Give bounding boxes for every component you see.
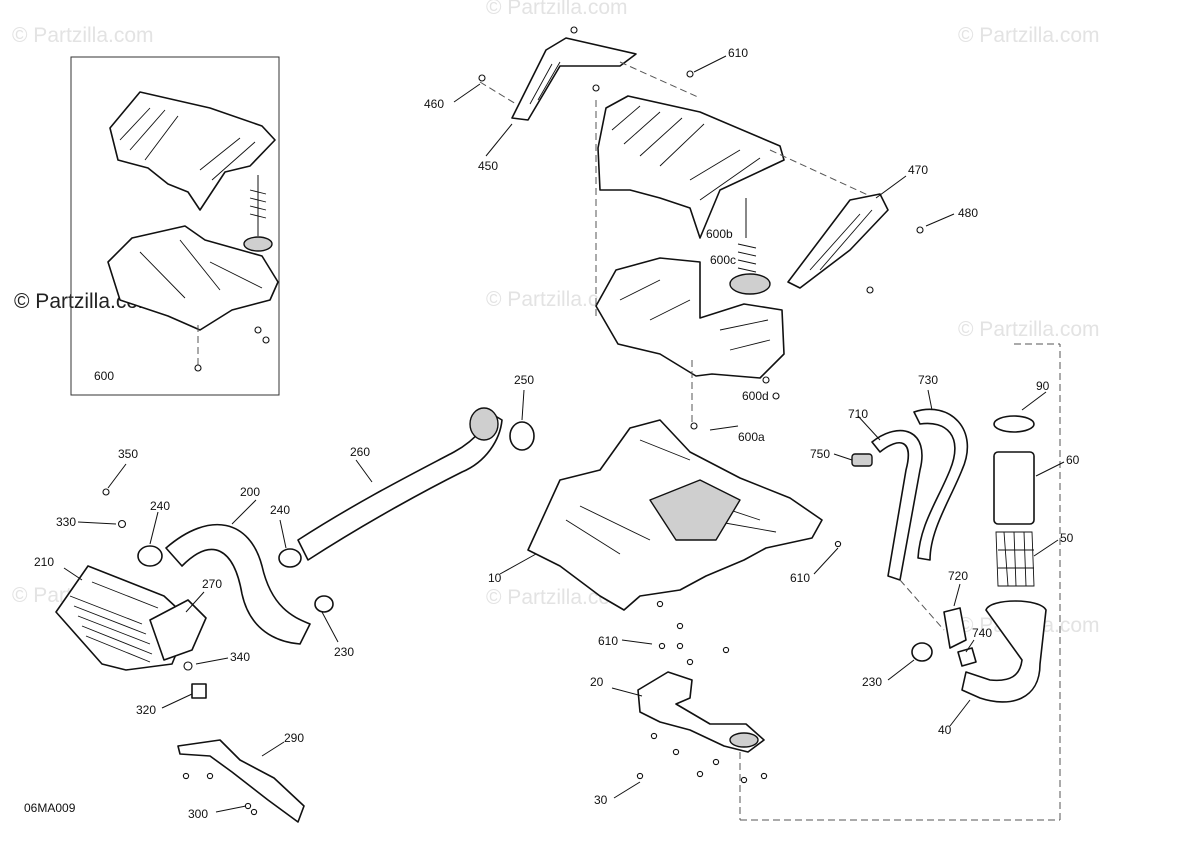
fitting-720 xyxy=(943,607,967,649)
spring-assembly-600 xyxy=(729,198,771,295)
callout-50: 50 xyxy=(1060,531,1074,545)
filter-60 xyxy=(993,451,1035,525)
callout-480: 480 xyxy=(958,206,978,220)
clamp-icon xyxy=(137,415,1035,662)
watermark: © Partzilla.com xyxy=(486,288,628,311)
callout-610: 610 xyxy=(598,634,618,648)
callout-20: 20 xyxy=(590,675,604,689)
kit-600-assembly xyxy=(107,91,279,372)
figure-code: 06MA009 xyxy=(24,801,76,815)
callout-300: 300 xyxy=(188,807,208,821)
callout-240: 240 xyxy=(150,499,170,513)
callout-250: 250 xyxy=(514,373,534,387)
callout-610: 610 xyxy=(728,46,748,60)
callout-720: 720 xyxy=(948,569,968,583)
callout-230: 230 xyxy=(862,675,882,689)
hose-710 xyxy=(871,429,923,581)
assembly-line xyxy=(769,149,871,197)
callout-60: 60 xyxy=(1066,453,1080,467)
leader-lines xyxy=(63,55,1065,813)
bolt-icon xyxy=(478,26,924,430)
callout-10: 10 xyxy=(488,571,502,585)
watermark-layer: © Partzilla.com © Partzilla.com © Partzi… xyxy=(12,0,1100,637)
callout-610: 610 xyxy=(790,571,810,585)
callout-450: 450 xyxy=(478,159,498,173)
callout-90: 90 xyxy=(1036,379,1050,393)
assembly-line xyxy=(479,81,517,105)
intercooler-210 xyxy=(55,565,207,671)
bolt-icon xyxy=(636,540,842,784)
watermark: © Partzilla.com xyxy=(486,586,628,609)
callout-600d: 600d xyxy=(742,389,769,403)
watermark: © Partzilla.com xyxy=(486,0,628,19)
housing-40 xyxy=(961,600,1047,703)
callout-470: 470 xyxy=(908,163,928,177)
cage-50 xyxy=(995,531,1035,587)
bracket-290 xyxy=(177,739,305,823)
callout-600a: 600a xyxy=(738,430,765,444)
plate-20 xyxy=(637,671,765,753)
callout-240: 240 xyxy=(270,503,290,517)
callout-30: 30 xyxy=(594,793,608,807)
callout-600c: 600c xyxy=(710,253,736,267)
deflector-470 xyxy=(787,193,889,289)
callout-210: 210 xyxy=(34,555,54,569)
assembly-line xyxy=(619,61,701,99)
callout-200: 200 xyxy=(240,485,260,499)
callout-320: 320 xyxy=(136,703,156,717)
callout-40: 40 xyxy=(938,723,952,737)
assembly-line xyxy=(899,579,945,631)
callout-460: 460 xyxy=(424,97,444,111)
callout-260: 260 xyxy=(350,445,370,459)
callout-340: 340 xyxy=(230,650,250,664)
pipe-260-end xyxy=(469,407,499,441)
callout-600b: 600b xyxy=(706,227,733,241)
callout-labels: 460 450 610 470 480 600b 600c 600d 600a … xyxy=(24,46,1080,821)
callout-270: 270 xyxy=(202,577,222,591)
pipe-260 xyxy=(297,413,503,561)
watermark: © Partzilla.com xyxy=(958,24,1100,47)
watermark: © Partzilla.com xyxy=(12,24,154,47)
callout-600: 600 xyxy=(94,369,114,383)
callout-730: 730 xyxy=(918,373,938,387)
airbox-10 xyxy=(527,419,823,611)
callout-230: 230 xyxy=(334,645,354,659)
watermark: © Partzilla.com xyxy=(958,318,1100,341)
callout-740: 740 xyxy=(972,626,992,640)
callout-710: 710 xyxy=(848,407,868,421)
deflector-450 xyxy=(511,37,637,121)
callout-750: 750 xyxy=(810,447,830,461)
hose-200 xyxy=(165,523,311,645)
upper-airbox-cover xyxy=(597,95,785,239)
callout-330: 330 xyxy=(56,515,76,529)
kit-600-frame xyxy=(70,56,280,396)
callout-290: 290 xyxy=(284,731,304,745)
callout-350: 350 xyxy=(118,447,138,461)
lower-airbox-cover xyxy=(595,257,785,379)
plug-750 xyxy=(851,453,873,467)
hose-730 xyxy=(913,408,968,561)
